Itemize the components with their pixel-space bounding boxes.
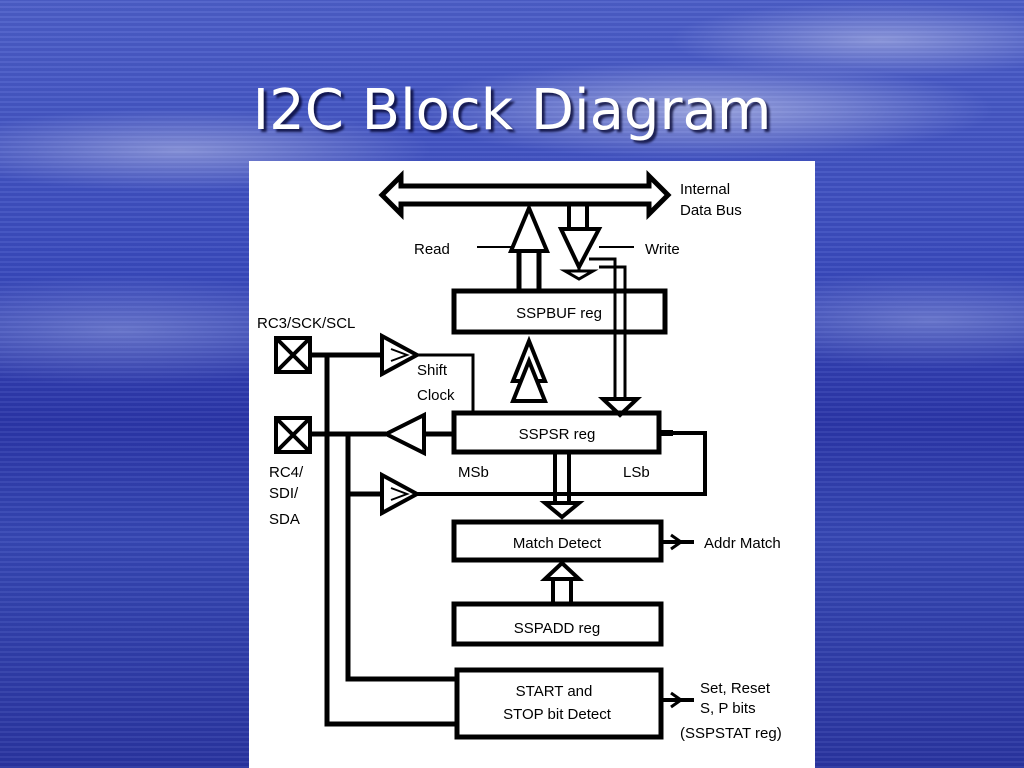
scl-buffer-inner (390, 348, 410, 362)
status-label-1: Set, Reset (700, 680, 771, 697)
lsb-label: LSb (623, 464, 650, 481)
slide-title: I2C Block Diagram (252, 78, 772, 143)
sda-out-buffer (381, 411, 426, 457)
scl-pin-label: RC3/SCK/SCL (257, 315, 355, 332)
addr-match-label: Addr Match (704, 535, 781, 552)
addr-match-head (670, 533, 684, 551)
shift-clock-route (417, 353, 475, 411)
status-label-3: (SSPSTAT reg) (680, 725, 782, 742)
sspsr-label: SSPSR reg (519, 426, 596, 443)
sspbuf-label: SSPBUF reg (516, 305, 602, 322)
scl-to-start-stop (324, 355, 457, 727)
internal-data-bus-label-1: Internal (680, 181, 730, 198)
sda-pin-label-3: SDA (269, 511, 300, 528)
scl-pin-cross (276, 338, 310, 372)
internal-data-bus-label-2: Data Bus (680, 202, 742, 219)
internal-data-bus-arrow (378, 169, 672, 221)
read-buffer-triangle (507, 202, 551, 253)
read-label: Read (414, 241, 450, 258)
write-bus-stem (567, 204, 589, 229)
write-arrowhead (597, 397, 643, 418)
write-label: Write (645, 241, 680, 258)
sspsr-to-match-stem (553, 452, 571, 503)
sspsr-to-match-head (539, 501, 585, 520)
sda-pin-label-1: RC4/ (269, 464, 304, 481)
sspbuf-box (451, 288, 668, 335)
sspsr-to-sspbuf-triangle2 (510, 355, 548, 403)
msb-line (417, 431, 707, 496)
write-buffer-triangle (557, 227, 603, 272)
sspadd-label: SSPADD reg (514, 620, 600, 637)
start-stop-label-1: START and (516, 683, 593, 700)
sspadd-box (451, 601, 664, 647)
sda-pin-cross (276, 418, 310, 452)
start-stop-label-2: STOP bit Detect (503, 706, 612, 723)
block-diagram: Internal Data Bus Read Write SSPBUF reg … (249, 161, 815, 768)
sspadd-to-match-head (539, 560, 585, 581)
write-arrow-small (559, 269, 599, 281)
shift-clock-label-2: Clock (417, 387, 455, 404)
status-head (670, 691, 684, 709)
i2c-block-diagram-svg: Internal Data Bus Read Write SSPBUF reg … (257, 169, 782, 742)
shift-clock-label-1: Shift (417, 362, 448, 379)
match-detect-label: Match Detect (513, 535, 602, 552)
sda-to-start-stop (345, 494, 457, 682)
sda-in-buffer-inner (390, 487, 410, 501)
write-route (577, 257, 627, 399)
msb-label: MSb (458, 464, 489, 481)
sda-in-buffer (380, 471, 422, 517)
scl-buffer (380, 332, 422, 378)
sda-pin-label-2: SDI/ (269, 485, 299, 502)
status-label-2: S, P bits (700, 700, 756, 717)
start-stop-box (454, 667, 664, 740)
read-arrow-upper (516, 251, 542, 291)
